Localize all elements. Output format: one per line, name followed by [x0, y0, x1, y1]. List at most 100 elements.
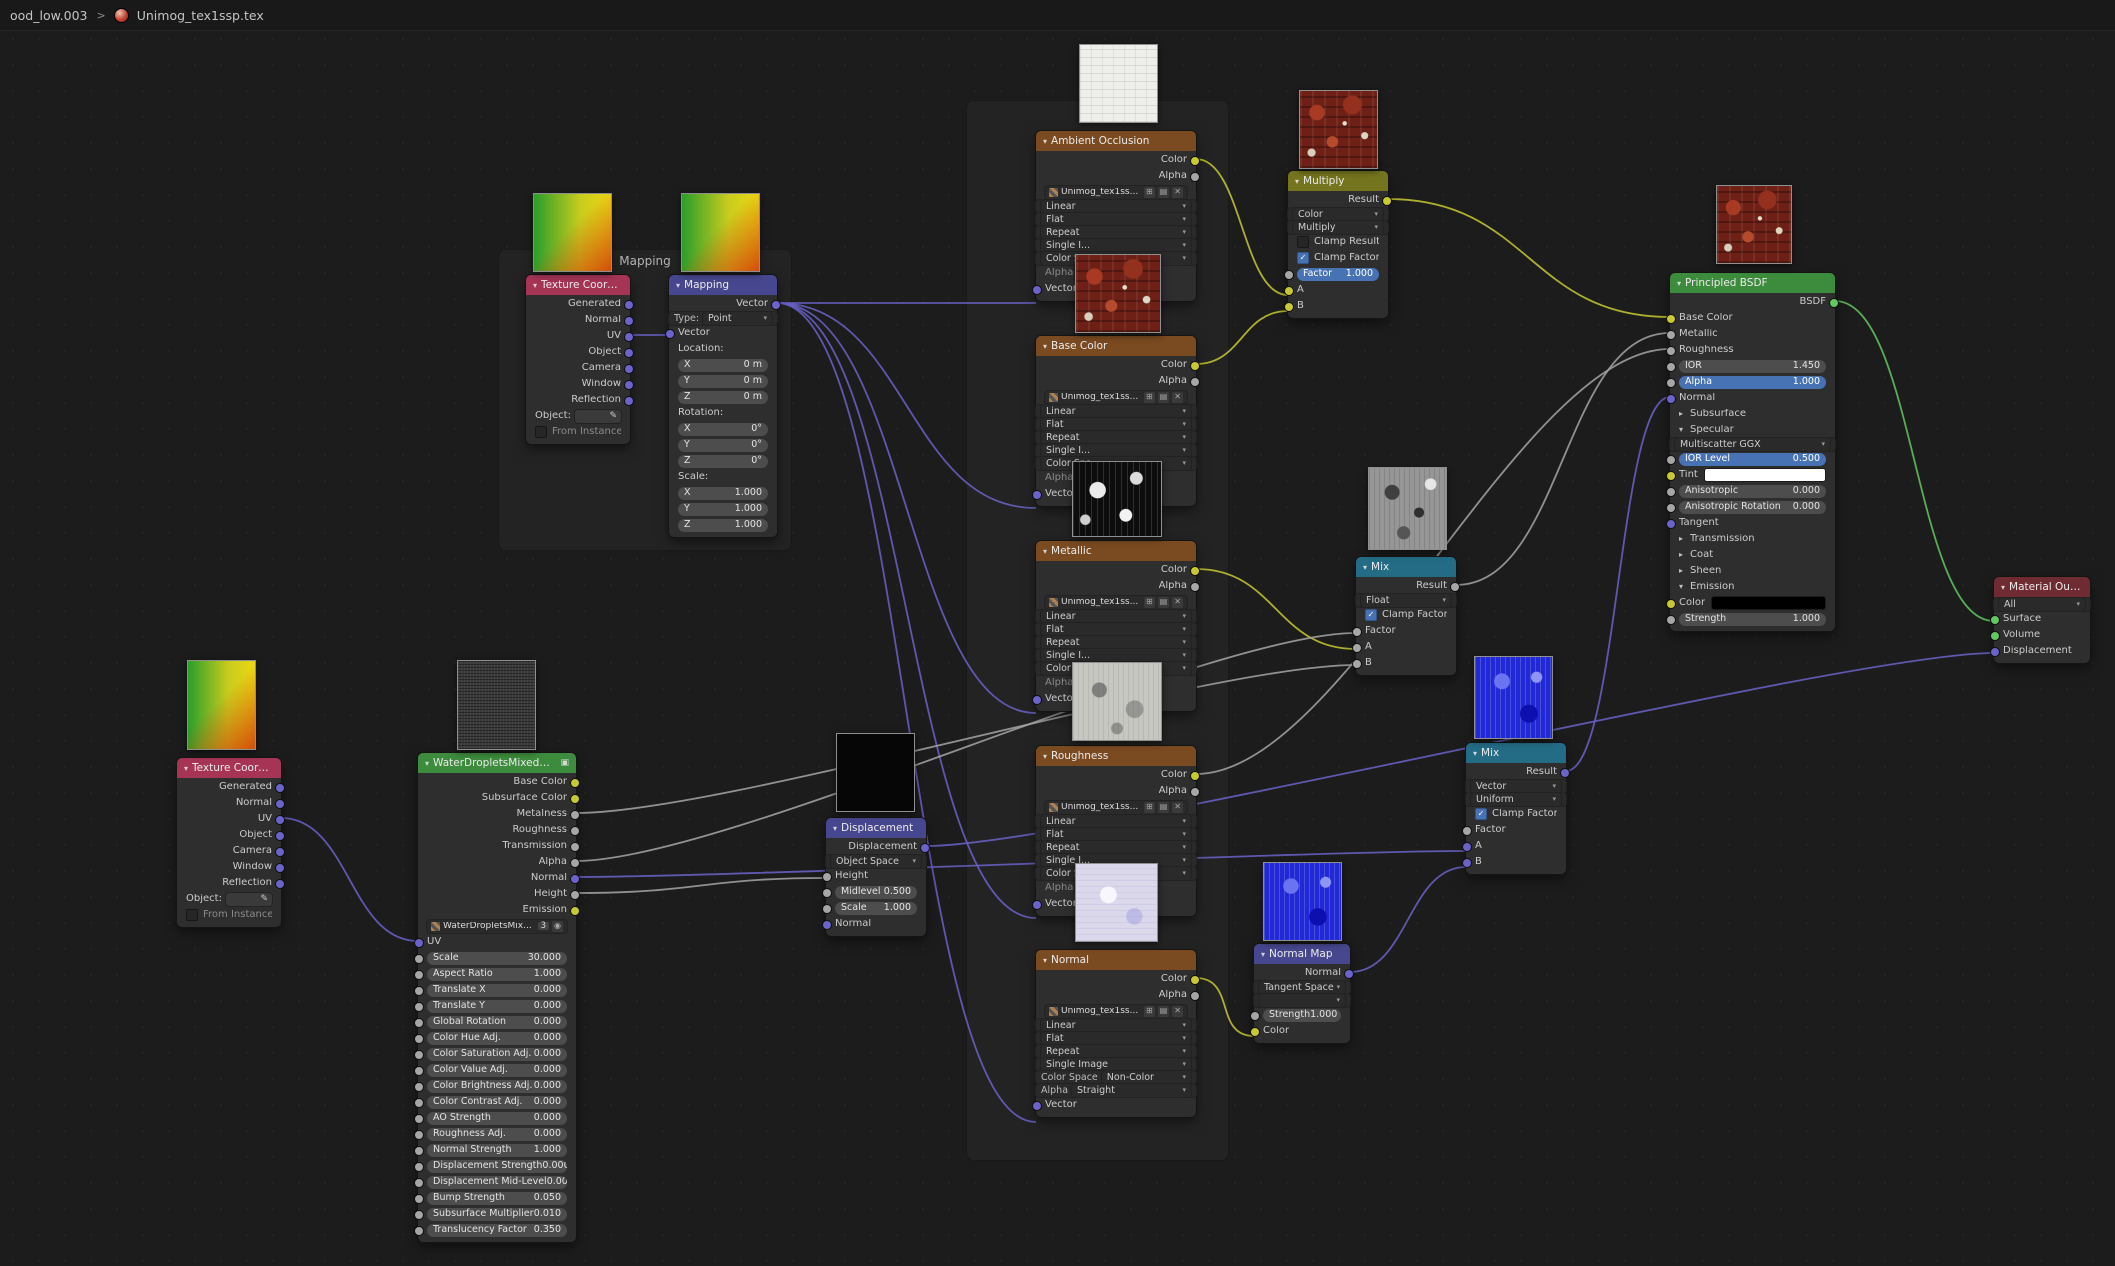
- result-socket[interactable]: [1382, 196, 1392, 206]
- alpha-socket[interactable]: [1190, 991, 1200, 1001]
- eyedropper-icon[interactable]: ✎: [609, 410, 617, 421]
- uv-socket[interactable]: [275, 815, 285, 825]
- slider-color-contrast-adj[interactable]: Color Contrast Adj.0.000: [427, 1095, 567, 1109]
- a-socket[interactable]: [1462, 842, 1472, 852]
- section-specular[interactable]: ▾Specular: [1670, 422, 1835, 438]
- normal-socket[interactable]: [275, 799, 285, 809]
- dropdown-single-i[interactable]: Single I...▾: [1041, 239, 1191, 252]
- color-swatch-color[interactable]: [1711, 596, 1826, 610]
- eyedropper-icon[interactable]: ✎: [260, 893, 268, 904]
- breadcrumb-material[interactable]: Unimog_tex1ssp.tex: [136, 7, 264, 23]
- node-header-mix-float[interactable]: ▾Mix: [1356, 557, 1456, 577]
- section-coat[interactable]: ▸Coat: [1670, 547, 1835, 563]
- uv-socket[interactable]: [624, 332, 634, 342]
- open-image-icon[interactable]: ▤: [1157, 391, 1170, 403]
- vector-socket[interactable]: [1032, 285, 1042, 295]
- normal-socket[interactable]: [1344, 969, 1354, 979]
- color-socket[interactable]: [1190, 361, 1200, 371]
- alpha-socket[interactable]: [1190, 172, 1200, 182]
- collapse-chevron-icon[interactable]: ▾: [184, 763, 189, 773]
- camera-socket[interactable]: [275, 847, 285, 857]
- alpha-socket[interactable]: [1190, 377, 1200, 387]
- node-water-droplets-group[interactable]: ▾WaterDropletsMixedBubbled0...▣Base Colo…: [414, 753, 580, 1242]
- dropdown-linear[interactable]: Linear▾: [1041, 200, 1191, 213]
- color-socket[interactable]: [1666, 599, 1676, 609]
- dropdown-flat[interactable]: Flat▾: [1041, 213, 1191, 226]
- collapse-chevron-icon[interactable]: ▾: [1043, 136, 1048, 146]
- vector-socket[interactable]: [1032, 490, 1042, 500]
- metalness-socket[interactable]: [570, 810, 580, 820]
- object-socket[interactable]: [275, 831, 285, 841]
- node-header-mapping[interactable]: ▾Mapping: [669, 275, 777, 295]
- translucency-factor-socket[interactable]: [414, 1226, 424, 1236]
- alpha-socket[interactable]: [1190, 582, 1200, 592]
- factor-socket[interactable]: [1352, 627, 1362, 637]
- node-header-base-color[interactable]: ▾Base Color: [1036, 336, 1196, 356]
- b-socket[interactable]: [1462, 858, 1472, 868]
- image-datablock-selector[interactable]: Unimog_tex1ss...⊞▤✕: [1045, 800, 1187, 814]
- color-brightness-adj-socket[interactable]: [414, 1082, 424, 1092]
- normal-socket[interactable]: [1666, 394, 1676, 404]
- window-socket[interactable]: [275, 863, 285, 873]
- displacement-strength-socket[interactable]: [414, 1162, 424, 1172]
- scale-socket[interactable]: [414, 954, 424, 964]
- node-header-ambient-occlusion[interactable]: ▾Ambient Occlusion: [1036, 131, 1196, 151]
- color-hue-adj-socket[interactable]: [414, 1034, 424, 1044]
- displacement-socket[interactable]: [1990, 647, 2000, 657]
- collapse-chevron-icon[interactable]: ▾: [1261, 949, 1266, 959]
- height-socket[interactable]: [822, 872, 832, 882]
- collapse-chevron-icon[interactable]: ▾: [2001, 582, 2006, 592]
- metallic-socket[interactable]: [1666, 330, 1676, 340]
- alpha-socket[interactable]: [1666, 378, 1676, 388]
- browse-image-icon[interactable]: ⊞: [1144, 801, 1155, 813]
- dropdown-flat[interactable]: Flat▾: [1041, 623, 1191, 636]
- collapse-chevron-icon[interactable]: ▾: [1043, 751, 1048, 761]
- dropdown-non-color[interactable]: Non-Color▾: [1101, 1071, 1191, 1084]
- dropdown-single-image[interactable]: Single Image▾: [1041, 1058, 1191, 1071]
- anisotropic-socket[interactable]: [1666, 487, 1676, 497]
- dropdown-linear[interactable]: Linear▾: [1041, 815, 1191, 828]
- anisotropic-rotation-socket[interactable]: [1666, 503, 1676, 513]
- dropdown-uniform[interactable]: Uniform▾: [1471, 793, 1561, 806]
- checkbox-clamp-factor[interactable]: ✓: [1297, 252, 1309, 264]
- open-image-icon[interactable]: ▤: [1157, 1005, 1170, 1017]
- browse-image-icon[interactable]: ⊞: [1144, 391, 1155, 403]
- slider-color-saturation-adj[interactable]: Color Saturation Adj.0.000: [427, 1047, 567, 1061]
- aspect-ratio-socket[interactable]: [414, 970, 424, 980]
- browse-image-icon[interactable]: ⊞: [1144, 186, 1155, 198]
- collapse-chevron-icon[interactable]: ▾: [1043, 546, 1048, 556]
- image-datablock-selector[interactable]: Unimog_tex1ss...⊞▤✕: [1045, 390, 1187, 404]
- dropdown-single-i[interactable]: Single I...▾: [1041, 649, 1191, 662]
- color-swatch-tint[interactable]: [1703, 468, 1826, 482]
- height-socket[interactable]: [570, 890, 580, 900]
- volume-socket[interactable]: [1990, 631, 2000, 641]
- section-subsurface[interactable]: ▸Subsurface: [1670, 406, 1835, 422]
- dropdown-flat[interactable]: Flat▾: [1041, 828, 1191, 841]
- object-socket[interactable]: [624, 348, 634, 358]
- node-header-mix-vector[interactable]: ▾Mix: [1466, 743, 1566, 763]
- unlink-image-icon[interactable]: ✕: [1172, 596, 1183, 608]
- open-image-icon[interactable]: ▤: [1157, 596, 1170, 608]
- image-datablock-selector[interactable]: Unimog_tex1ss...⊞▤✕: [1045, 1004, 1187, 1018]
- midlevel-socket[interactable]: [822, 888, 832, 898]
- slider-color-value-adj[interactable]: Color Value Adj.0.000: [427, 1063, 567, 1077]
- strength-socket[interactable]: [1666, 615, 1676, 625]
